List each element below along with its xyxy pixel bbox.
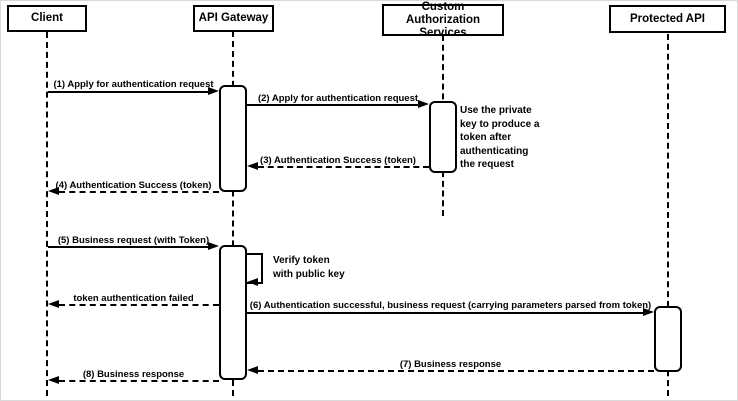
message-4-line [59,191,219,193]
message-7-arrowhead-icon [247,366,258,374]
message-3-line [258,166,429,168]
message-5-label: (5) Business request (with Token) [57,235,210,246]
message-2-line [247,104,420,106]
participant-client-label: Client [31,12,63,24]
note-private-key: Use the private key to produce a token a… [460,105,540,170]
activation-api-gateway-2 [219,245,247,380]
message-4-arrowhead-icon [48,187,59,195]
message-auth-failed-arrowhead-icon [48,300,59,308]
activation-protected-api [654,306,682,372]
message-4-label: (4) Authentication Success (token) [55,180,212,191]
message-1-line [48,91,210,93]
message-7-label: (7) Business response [399,359,502,370]
self-message-note: Verify token with public key [273,255,345,280]
message-auth-failed-line [59,304,219,306]
message-3-arrowhead-icon [247,162,258,170]
participant-custom-auth-label: Custom Authorization Services [405,0,481,39]
message-auth-failed-label: token authentication failed [73,293,194,304]
message-5-arrowhead-icon [208,242,219,250]
message-3-label: (3) Authentication Success (token) [260,155,416,166]
message-8-arrowhead-icon [48,376,59,384]
activation-api-gateway-1 [219,85,247,192]
lifeline-client [46,32,48,396]
message-2-arrowhead-icon [418,100,429,108]
message-8-label: (8) Business response [82,369,185,380]
message-1-label: (1) Apply for authentication request [53,79,214,90]
message-6-arrowhead-icon [643,308,654,316]
participant-api-gateway: API Gateway [193,5,274,32]
activation-custom-auth [429,101,457,173]
message-2-label: (2) Apply for authentication request [257,93,419,104]
participant-custom-auth: Custom Authorization Services [382,1,504,39]
message-5-line [48,246,210,248]
lifeline-protected-api [667,34,669,396]
message-6-label: (6) Authentication successful, business … [249,300,652,311]
participant-protected-api: Protected API [609,5,726,33]
lifeline-api-gateway [232,31,234,396]
self-message-arrowhead-icon [247,278,258,286]
message-7-line [258,370,654,372]
participant-protected-api-label: Protected API [630,12,705,25]
message-8-line [59,380,219,382]
message-1-arrowhead-icon [208,87,219,95]
participant-api-gateway-label: API Gateway [198,12,269,24]
participant-client: Client [7,5,87,32]
message-6-line [247,312,645,314]
